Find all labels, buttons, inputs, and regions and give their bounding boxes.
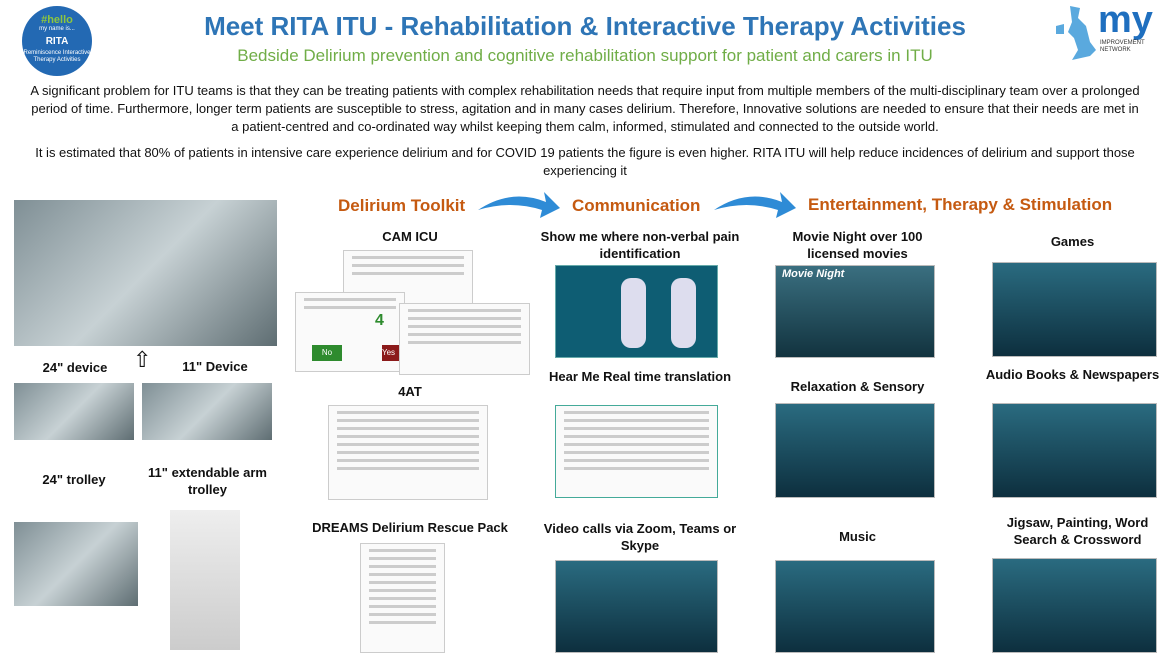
- arrow-right-icon: [478, 192, 560, 218]
- video-calls-screenshot: [555, 560, 718, 653]
- logo-my: my: [1098, 0, 1153, 41]
- logo-line: my name is...: [39, 26, 75, 32]
- relaxation-screenshot: [775, 403, 935, 498]
- show-me-where-screenshot: [555, 265, 718, 358]
- games-screenshot: [992, 262, 1157, 357]
- device-11-photo: [142, 383, 272, 440]
- page-subtitle: Bedside Delirium prevention and cognitiv…: [237, 46, 933, 65]
- logo-sub: IMPROVEMENT NETWORK: [1100, 40, 1145, 53]
- section-entertainment: Entertainment, Therapy & Stimulation: [808, 195, 1113, 214]
- games-label: Games: [1050, 234, 1095, 249]
- rita-logo: #hello my name is... RITA Reminiscence I…: [22, 6, 92, 76]
- section-communication: Communication: [572, 196, 701, 215]
- device-11-label: 11" Device: [182, 359, 248, 374]
- movie-night-title: Movie Night: [782, 268, 845, 280]
- show-me-where-label: Show me where non-verbal pain identifica…: [540, 229, 740, 261]
- relaxation-label: Relaxation & Sensory: [790, 379, 925, 394]
- cam-icu-label: CAM ICU: [382, 229, 438, 244]
- dreams-label: DREAMS Delirium Rescue Pack: [312, 520, 508, 535]
- arrow-right-icon: [714, 192, 796, 218]
- jigsaw-label: Jigsaw, Painting, Word Search & Crosswor…: [1006, 515, 1149, 547]
- hear-me-label: Hear Me Real time translation: [548, 369, 732, 384]
- improvement-network-logo: my IMPROVEMENT NETWORK: [1050, 0, 1165, 64]
- 4at-screenshot: [328, 405, 488, 500]
- music-screenshot: [775, 560, 935, 653]
- trolley-11-photo: [170, 510, 240, 650]
- intro-block: A significant problem for ITU teams is t…: [30, 82, 1140, 180]
- movie-night-screenshot: Movie Night: [775, 265, 935, 358]
- video-calls-label: Video calls via Zoom, Teams or Skype: [543, 521, 737, 553]
- trolley-24-photo: [14, 522, 138, 606]
- icu-photo: [14, 200, 277, 346]
- cam-icu-screenshot: No Yes 4: [295, 250, 530, 375]
- movie-night-label: Movie Night over 100 licensed movies: [792, 229, 923, 261]
- stat-paragraph: It is estimated that 80% of patients in …: [35, 145, 1135, 178]
- trolley-11-label: 11" extendable arm trolley: [148, 465, 267, 497]
- up-arrow-icon: ⇧: [133, 347, 152, 372]
- cam-score: 4: [375, 312, 384, 329]
- device-24-label: 24" device: [42, 360, 108, 375]
- hear-me-screenshot: [555, 405, 718, 498]
- uk-map-icon: [1056, 6, 1096, 60]
- cam-no-button: No: [312, 345, 342, 361]
- jigsaw-screenshot: [992, 558, 1157, 653]
- trolley-24-label: 24" trolley: [42, 472, 106, 487]
- audio-books-label: Audio Books & Newspapers: [985, 367, 1160, 382]
- logo-name: RITA: [45, 36, 69, 47]
- logo-tagline: Reminiscence Interactive Therapy Activit…: [23, 50, 91, 63]
- logo-hashtag: #hello: [41, 14, 73, 26]
- 4at-label: 4AT: [398, 384, 422, 399]
- page-title: Meet RITA ITU - Rehabilitation & Interac…: [204, 11, 966, 41]
- dreams-screenshot: [360, 543, 445, 653]
- device-24-photo: [14, 383, 134, 440]
- section-delirium-toolkit: Delirium Toolkit: [338, 196, 466, 215]
- audio-books-screenshot: [992, 403, 1157, 498]
- music-label: Music: [839, 529, 876, 544]
- intro-paragraph: A significant problem for ITU teams is t…: [30, 83, 1140, 134]
